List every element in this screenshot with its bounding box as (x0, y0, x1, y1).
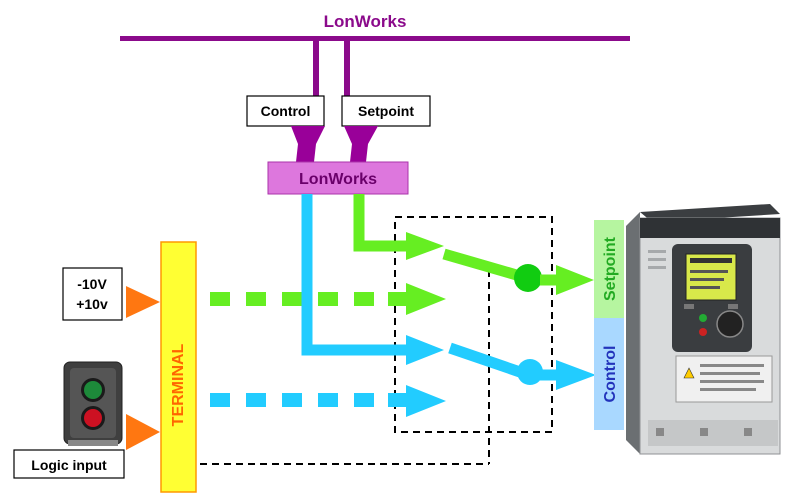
logic-input-box: Logic input (13, 449, 125, 479)
analog-input-box: -10V +10v (62, 267, 123, 321)
switch-box-outer (394, 216, 553, 433)
drive-control-label: Control (602, 346, 619, 403)
control-path-lonworks (301, 194, 596, 390)
control-funnel-arrow (291, 126, 325, 162)
setpoint-funnel-arrow (344, 126, 378, 162)
bus-drop-control (313, 41, 319, 96)
lonworks-bus-line (120, 36, 630, 41)
variable-speed-drive-image (626, 204, 781, 455)
setpoint-path-lonworks (353, 194, 594, 295)
terminal-label: TERMINAL (170, 343, 187, 426)
drive-setpoint-label: Setpoint (602, 236, 619, 301)
terminal-block: TERMINAL (160, 241, 197, 493)
analog-input-arrow (126, 286, 160, 318)
bus-title: LonWorks (324, 12, 407, 31)
analog-input-line1: -10V (77, 276, 107, 292)
lonworks-block-label: LonWorks (299, 171, 377, 188)
logic-input-label: Logic input (31, 457, 107, 473)
analog-input-line2: +10v (76, 296, 108, 312)
setpoint-input-box: Setpoint (341, 95, 431, 127)
drive-control-input: Control (594, 318, 624, 430)
setpoint-path-terminal (210, 283, 446, 315)
bus-drop-setpoint (344, 41, 350, 96)
drive-setpoint-input: Setpoint (594, 220, 624, 318)
control-input-label: Control (261, 103, 311, 119)
control-input-box: Control (246, 95, 325, 127)
pushbutton-station-image (63, 361, 123, 446)
lonworks-block: LonWorks (267, 161, 409, 195)
logic-input-arrow (126, 414, 160, 450)
control-path-terminal (210, 385, 446, 417)
setpoint-input-label: Setpoint (358, 103, 414, 119)
